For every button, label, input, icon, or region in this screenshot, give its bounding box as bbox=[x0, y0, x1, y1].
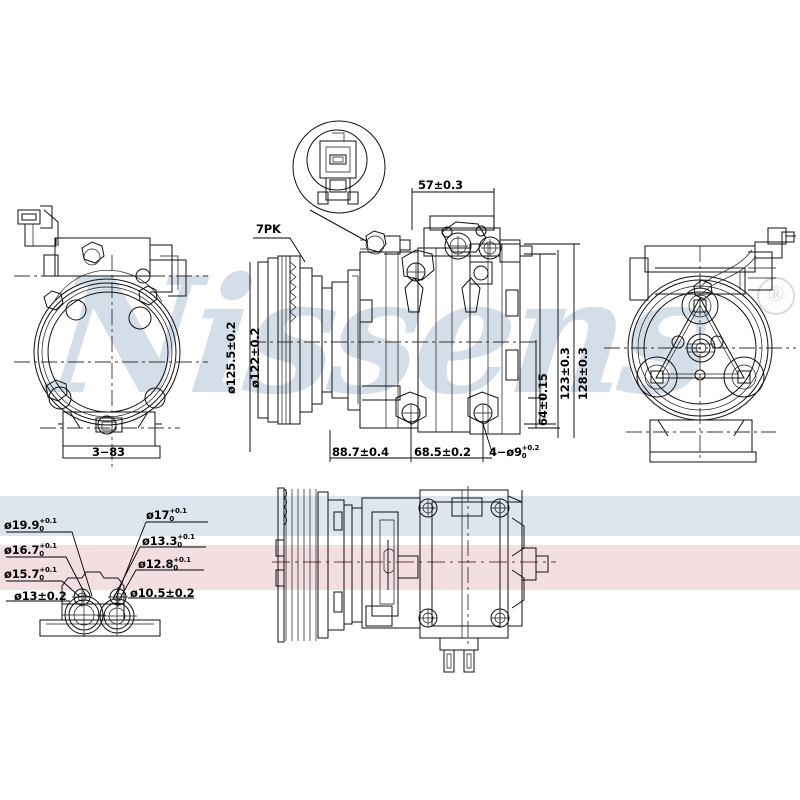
watermark-band-pink bbox=[0, 545, 800, 590]
dim-top-width: 57±0.3 bbox=[418, 178, 463, 192]
dim-port-left-2-value: ø16.7 bbox=[4, 543, 40, 557]
dim-bolt-holes-value: 4−ø9 bbox=[489, 445, 522, 459]
dim-belt-profile: 7PK bbox=[256, 222, 281, 236]
registered-trademark-icon: ® bbox=[757, 277, 795, 315]
dim-pulley-pitch: ø122±0.2 bbox=[248, 327, 262, 388]
dim-port-right-4-value: ø10.5 bbox=[130, 586, 166, 600]
dim-port-right-4: ø10.5±0.2 bbox=[130, 586, 195, 600]
dim-port-left-1-value: ø19.9 bbox=[4, 518, 40, 532]
dim-mount-height-64: 64±0.15 bbox=[536, 373, 550, 426]
dim-pulley-outer: ø125.5±0.2 bbox=[224, 321, 238, 394]
view-top-center bbox=[249, 120, 580, 462]
dim-port-right-4-tol: ±0.2 bbox=[165, 586, 195, 600]
view-front-left bbox=[14, 205, 208, 470]
dim-port-left-3-value: ø15.7 bbox=[4, 567, 40, 581]
brand-watermark: Nissens bbox=[42, 242, 716, 430]
dim-port-left-4-value: ø13 bbox=[14, 589, 38, 603]
dim-base-len-68: 68.5±0.2 bbox=[414, 445, 471, 459]
view-bottom-center bbox=[272, 486, 556, 673]
dim-port-right-2-value: ø13.3 bbox=[142, 534, 178, 548]
dim-port-right-1-value: ø17 bbox=[146, 508, 170, 522]
watermark-band-blue bbox=[0, 496, 800, 536]
dim-base-len-88: 88.7±0.4 bbox=[332, 445, 389, 459]
dim-port-left-4: ø13±0.2 bbox=[14, 589, 67, 603]
dim-port-right-3-value: ø12.8 bbox=[138, 557, 174, 571]
dim-mount-height-128: 128±0.3 bbox=[576, 347, 590, 400]
dim-port-left-4-tol: ±0.2 bbox=[37, 589, 67, 603]
view-rear-right bbox=[604, 227, 796, 463]
dim-mount-height-123: 123±0.3 bbox=[558, 347, 572, 400]
dim-bracket-3-83: 3−83 bbox=[92, 445, 125, 459]
